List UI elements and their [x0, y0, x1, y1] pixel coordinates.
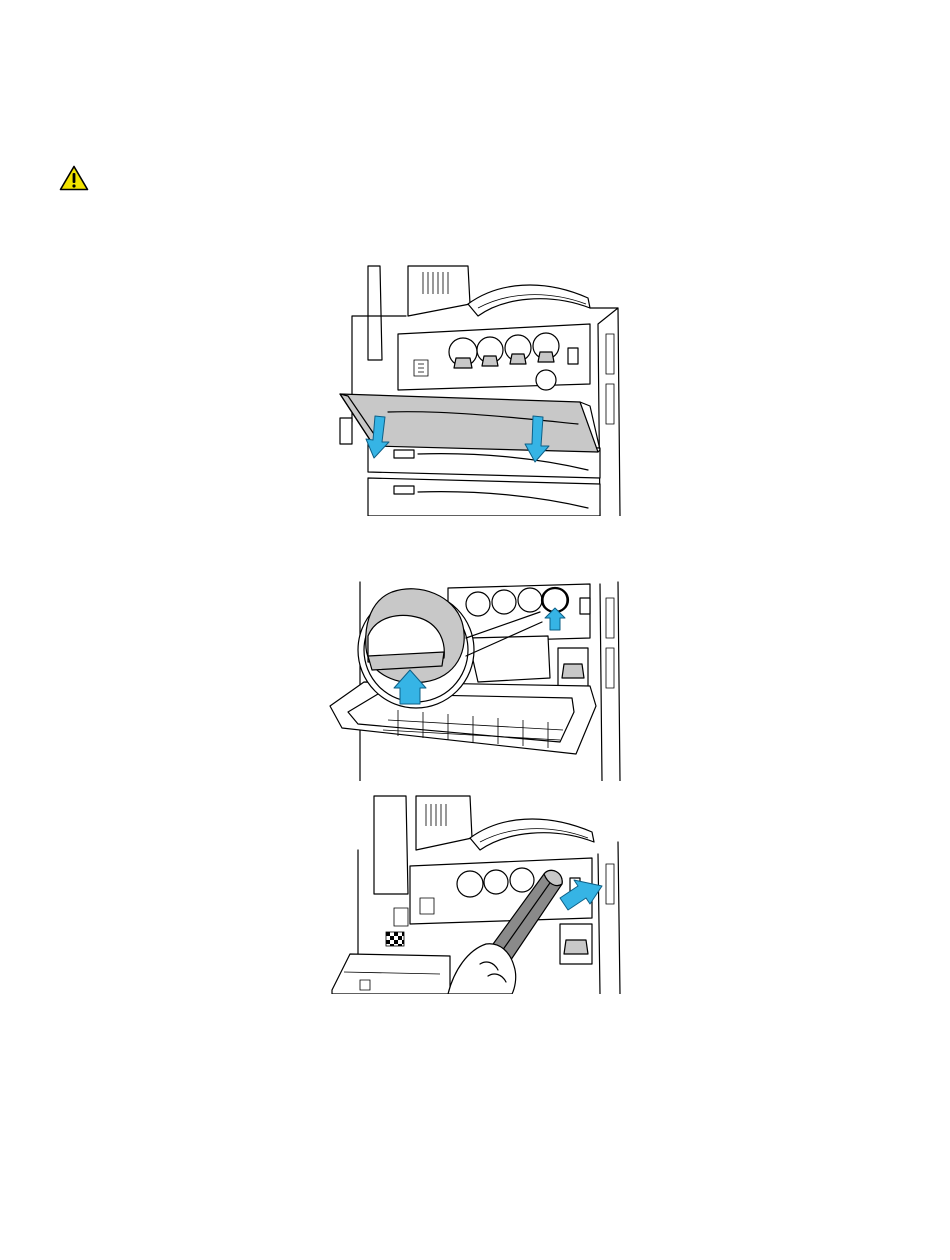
toner-cartridge-removal-illustration [330, 794, 622, 994]
toner-cartridge-release-tab-illustration [328, 578, 623, 781]
warning-triangle-icon [59, 165, 89, 191]
printer-front-door-opening-illustration [328, 264, 623, 516]
